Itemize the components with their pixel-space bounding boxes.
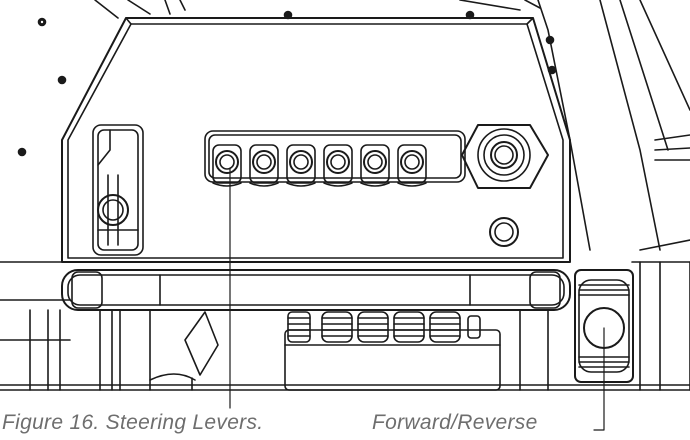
steering-lever [212, 144, 242, 187]
leader-lines [229, 167, 605, 431]
hydraulic-block [119, 309, 549, 391]
steering-lever-rail [204, 130, 466, 183]
steering-lever [360, 144, 390, 187]
frame-lines [0, 0, 690, 391]
figure-caption: Figure 16. Steering Levers. [2, 411, 264, 434]
left-lever-tab [149, 311, 219, 391]
steering-lever [397, 144, 427, 187]
forward-reverse-label: Forward/Reverse [372, 411, 538, 434]
round-button [489, 217, 519, 247]
steering-lever [249, 144, 279, 187]
forward-reverse-leader [593, 327, 605, 431]
coil-fittings [287, 311, 481, 343]
steering-lever [323, 144, 353, 187]
housing-plate [61, 17, 571, 263]
cross-bar [61, 269, 571, 311]
steering-lever [286, 144, 316, 187]
mounting-screws [17, 10, 557, 157]
left-slot-assembly [92, 124, 144, 256]
right-structure [537, 0, 690, 391]
steering-levers [212, 144, 427, 187]
hex-nut [461, 124, 549, 189]
